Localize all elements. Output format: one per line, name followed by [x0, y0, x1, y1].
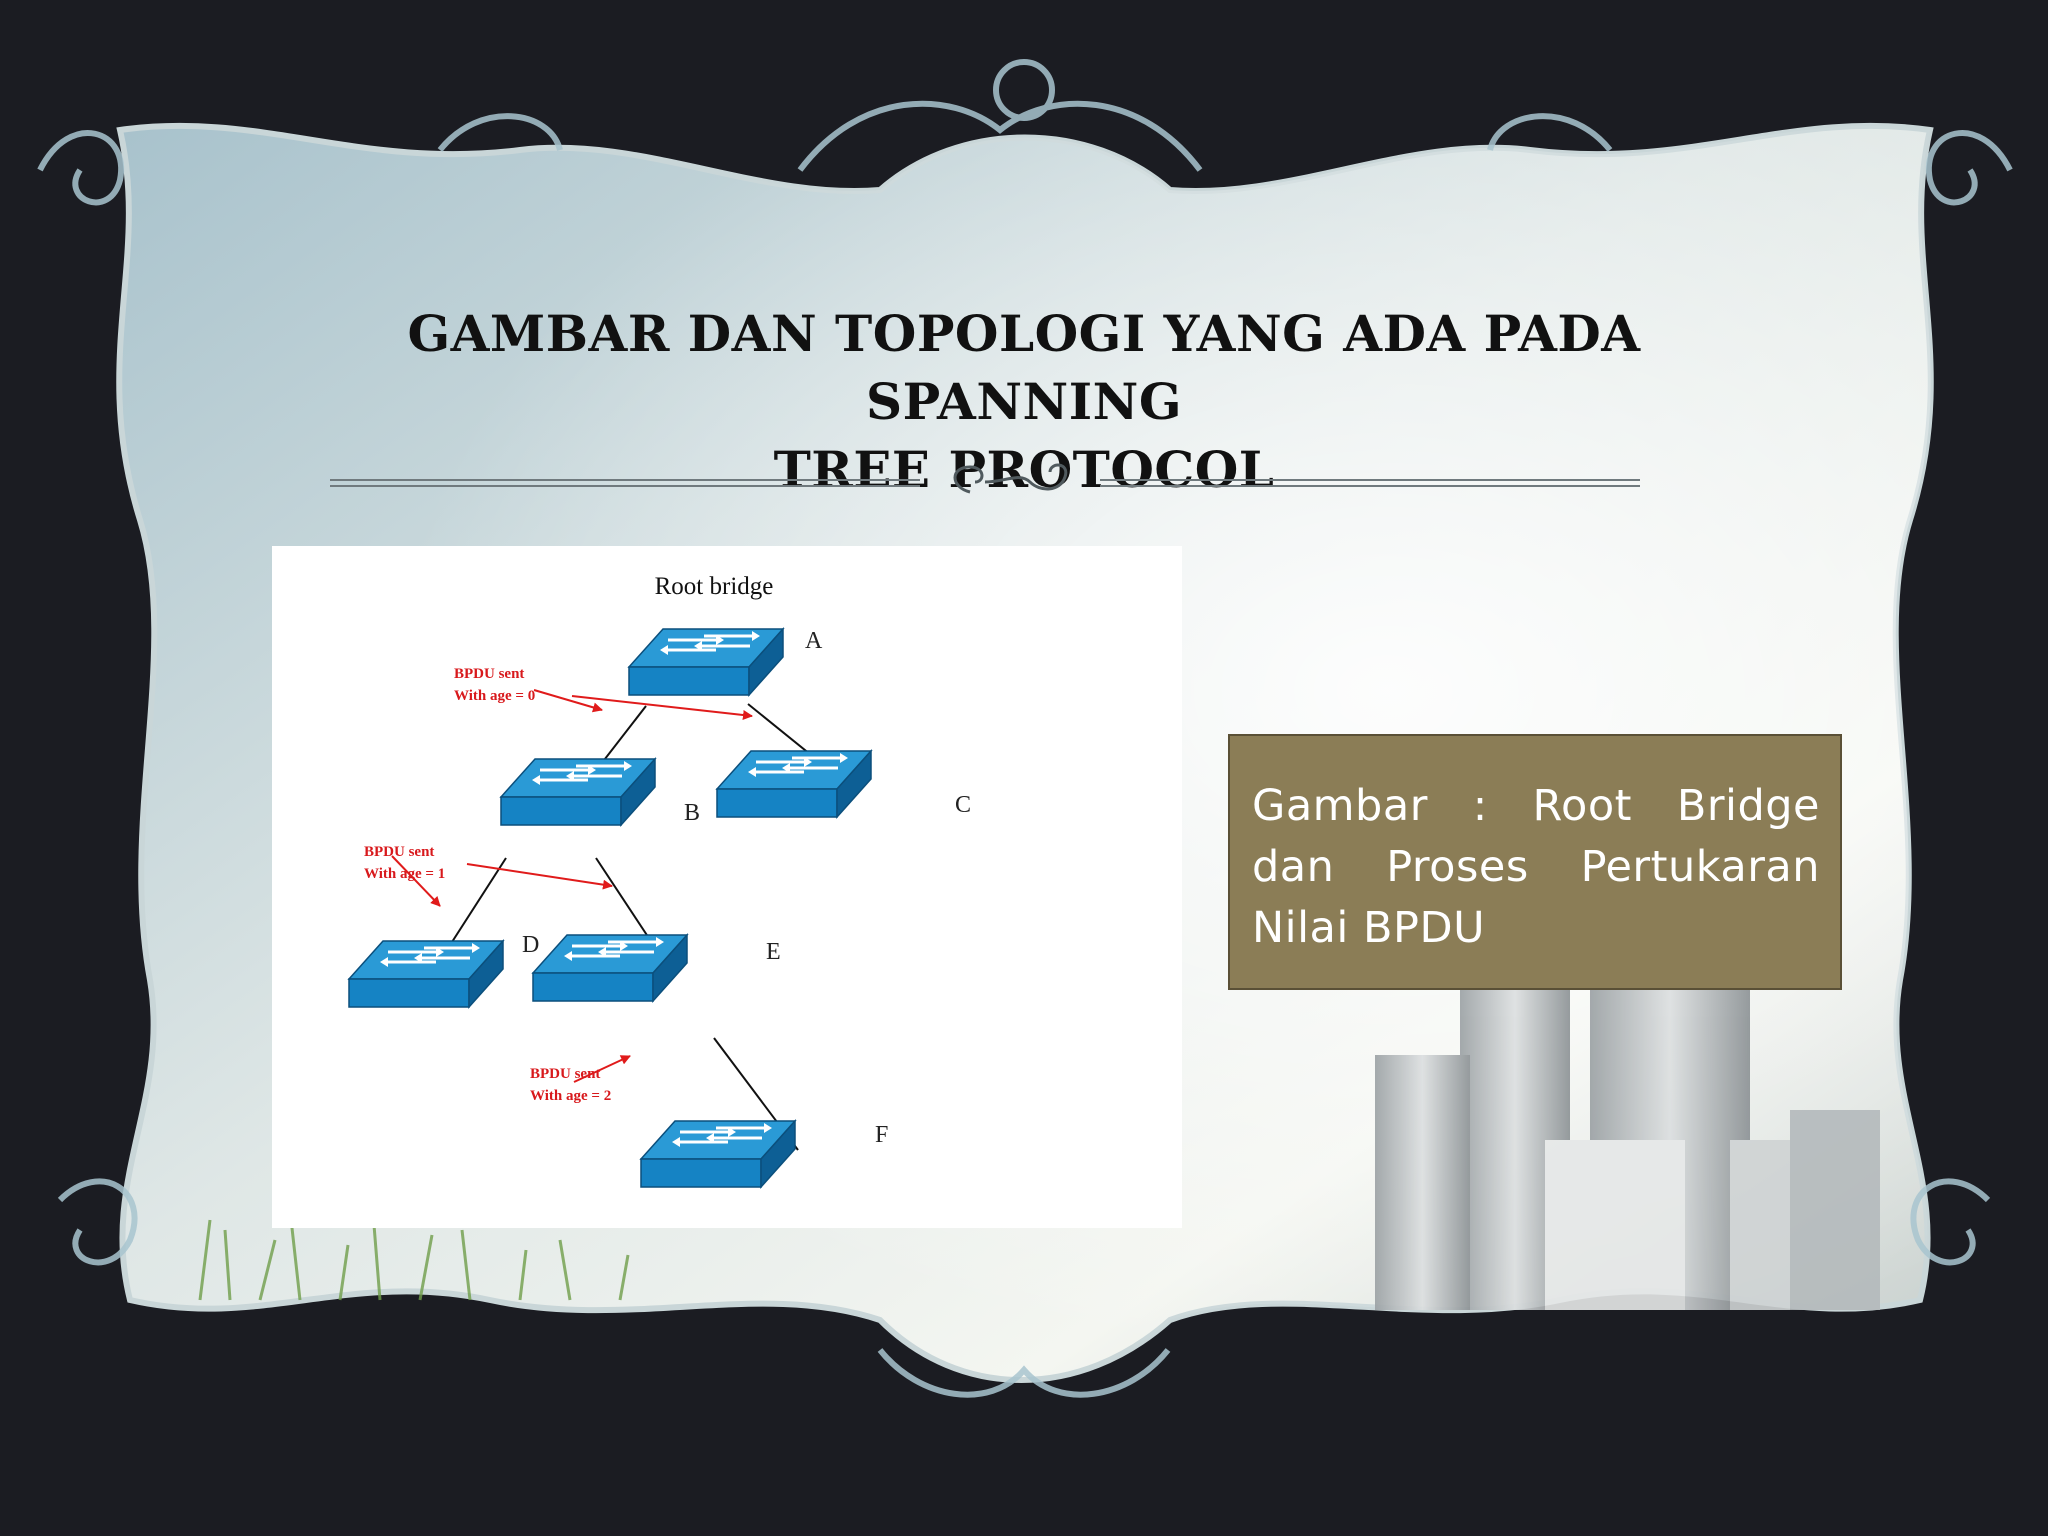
- switch-b: B: [499, 757, 700, 827]
- switch-label-d: D: [522, 932, 539, 958]
- bpdu-note-2-line-2: With age = 1: [364, 866, 445, 882]
- switch-label-e: E: [766, 939, 781, 965]
- bpdu-arrow-4: [466, 863, 613, 890]
- switch-c: C: [715, 749, 971, 819]
- bpdu-note-3-line-1: BPDU sent: [530, 1066, 600, 1082]
- slide-title-line-1: GAMBAR DAN TOPOLOGI YANG ADA PADA SPANNI…: [407, 304, 1641, 431]
- bpdu-note-1-line-1: BPDU sent: [454, 666, 524, 682]
- switch-e: E: [531, 933, 781, 1003]
- bpdu-arrow-3: [391, 855, 441, 907]
- ornament-flourishes: [37, 59, 2013, 1398]
- root-bridge-label: Root bridge: [655, 573, 774, 600]
- bpdu-arrow-1: [533, 689, 603, 713]
- switch-label-a: A: [805, 628, 823, 654]
- city-buildings: [1375, 970, 1880, 1310]
- switch-label-f: F: [875, 1122, 888, 1148]
- bpdu-note-1-line-2: With age = 0: [454, 688, 535, 704]
- slide-title: GAMBAR DAN TOPOLOGI YANG ADA PADA SPANNI…: [250, 300, 1798, 504]
- switch-f: F: [639, 1119, 888, 1189]
- switch-label-c: C: [955, 792, 971, 818]
- caption-box: Gambar : Root Bridge dan Proses Pertukar…: [1228, 734, 1842, 990]
- switch-label-b: B: [684, 800, 700, 826]
- switch-d: D: [347, 932, 539, 1009]
- bpdu-arrow-2: [571, 695, 753, 720]
- bpdu-arrow-5: [573, 1055, 631, 1083]
- bpdu-note-2-line-1: BPDU sent: [364, 844, 434, 860]
- switch-a: A: [627, 627, 823, 697]
- bpdu-note-3-line-2: With age = 2: [530, 1088, 611, 1104]
- grass: [198, 1209, 630, 1301]
- slide-title-line-2: TREE PROTOCOL: [773, 440, 1275, 499]
- divider-flourish-icon: [953, 463, 1068, 494]
- title-divider: [330, 463, 1640, 494]
- caption-text: Gambar : Root Bridge dan Proses Pertukar…: [1252, 781, 1820, 953]
